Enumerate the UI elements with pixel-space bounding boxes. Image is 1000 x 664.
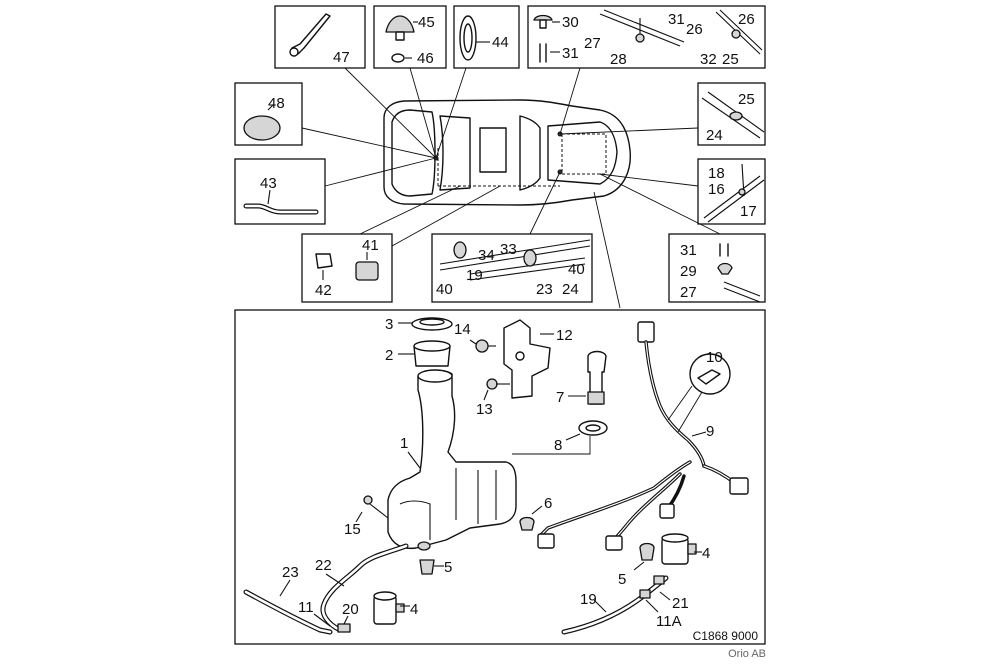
callout-box-41-42: 41 42 bbox=[301, 233, 393, 303]
label-8: 8 bbox=[554, 437, 562, 454]
label-32: 32 bbox=[700, 51, 717, 68]
label-20: 20 bbox=[342, 601, 359, 618]
label-27b: 27 bbox=[680, 284, 697, 301]
label-25b: 25 bbox=[738, 91, 755, 108]
wiring-harness: 10 9 bbox=[537, 321, 749, 551]
label-5b: 5 bbox=[618, 571, 626, 588]
label-21: 21 bbox=[672, 595, 689, 612]
label-3: 3 bbox=[385, 316, 393, 333]
callout-box-24-25: 25 24 bbox=[697, 82, 766, 146]
label-2: 2 bbox=[385, 347, 393, 364]
label-19b: 19 bbox=[580, 591, 597, 608]
label-25a: 25 bbox=[722, 51, 739, 68]
label-46: 46 bbox=[417, 50, 434, 67]
callout-box-33-40: 34 33 40 19 40 23 24 bbox=[431, 233, 593, 303]
callout-box-47: 47 bbox=[274, 5, 366, 69]
label-26b: 26 bbox=[738, 11, 755, 28]
label-14: 14 bbox=[454, 321, 471, 338]
callout-box-48: 48 bbox=[234, 82, 303, 146]
callout-box-44: 44 bbox=[453, 5, 520, 69]
label-26a: 26 bbox=[686, 21, 703, 38]
label-44: 44 bbox=[492, 34, 509, 51]
label-18: 18 bbox=[708, 165, 725, 182]
hoses-right: 19 21 11A bbox=[561, 575, 689, 635]
label-11: 11 bbox=[298, 599, 314, 616]
hoses-left: 23 22 11 20 bbox=[243, 543, 409, 635]
label-24a: 24 bbox=[562, 281, 579, 298]
label-17: 17 bbox=[740, 203, 757, 220]
label-4a: 4 bbox=[410, 601, 418, 618]
label-40b: 40 bbox=[436, 281, 453, 298]
callout-box-26-32: 30 31 31 27 28 26 26 32 25 bbox=[527, 5, 766, 69]
label-42: 42 bbox=[315, 282, 332, 299]
car-top-view bbox=[383, 99, 631, 206]
label-40a: 40 bbox=[568, 261, 585, 278]
label-1: 1 bbox=[400, 435, 408, 452]
label-31c: 31 bbox=[680, 242, 697, 259]
label-10: 10 bbox=[706, 349, 723, 366]
washer-fluid-tank bbox=[387, 369, 517, 551]
leader-lines bbox=[301, 67, 721, 309]
filler-neck-and-cap: 3 2 bbox=[385, 316, 453, 367]
pump-right: 4 5 bbox=[618, 533, 710, 588]
label-34: 34 bbox=[478, 247, 495, 264]
callout-box-45-46: 45 46 bbox=[373, 5, 447, 69]
label-6: 6 bbox=[544, 495, 552, 512]
credit-text: Orio AB bbox=[728, 648, 766, 660]
label-22: 22 bbox=[315, 557, 332, 574]
label-19a: 19 bbox=[466, 267, 483, 284]
label-24b: 24 bbox=[706, 127, 723, 144]
label-7: 7 bbox=[556, 389, 564, 406]
label-31a: 31 bbox=[562, 45, 579, 62]
label-23b: 23 bbox=[282, 564, 299, 581]
label-5a: 5 bbox=[444, 559, 452, 576]
callout-box-27-31: 31 29 27 bbox=[668, 233, 766, 303]
pump-left: 5 4 bbox=[373, 559, 452, 625]
callout-box-43: 43 bbox=[234, 158, 326, 225]
label-30: 30 bbox=[562, 14, 579, 31]
label-16: 16 bbox=[708, 181, 725, 198]
callout-box-16-18: 18 16 17 bbox=[697, 158, 766, 225]
label-43: 43 bbox=[260, 175, 277, 192]
grommet-6: 6 bbox=[519, 495, 552, 531]
label-23a: 23 bbox=[536, 281, 553, 298]
label-31b: 31 bbox=[668, 11, 685, 28]
label-29: 29 bbox=[680, 263, 697, 280]
label-12: 12 bbox=[556, 327, 573, 344]
label-9: 9 bbox=[706, 423, 714, 440]
label-13: 13 bbox=[476, 401, 493, 418]
nipple-15: 15 bbox=[344, 495, 389, 538]
label-4b: 4 bbox=[702, 545, 710, 562]
label-48: 48 bbox=[268, 95, 285, 112]
figure-code: C1868 9000 bbox=[693, 629, 759, 643]
level-sensor: 7 8 bbox=[512, 350, 608, 455]
label-45: 45 bbox=[418, 14, 435, 31]
label-11a: 11A bbox=[656, 613, 682, 630]
bracket-and-fasteners: 14 12 13 bbox=[454, 319, 573, 418]
label-47: 47 bbox=[333, 49, 350, 66]
label-28: 28 bbox=[610, 51, 627, 68]
label-33: 33 bbox=[500, 241, 517, 258]
label-41: 41 bbox=[362, 237, 379, 254]
label-27a: 27 bbox=[584, 35, 601, 52]
label-15: 15 bbox=[344, 521, 361, 538]
